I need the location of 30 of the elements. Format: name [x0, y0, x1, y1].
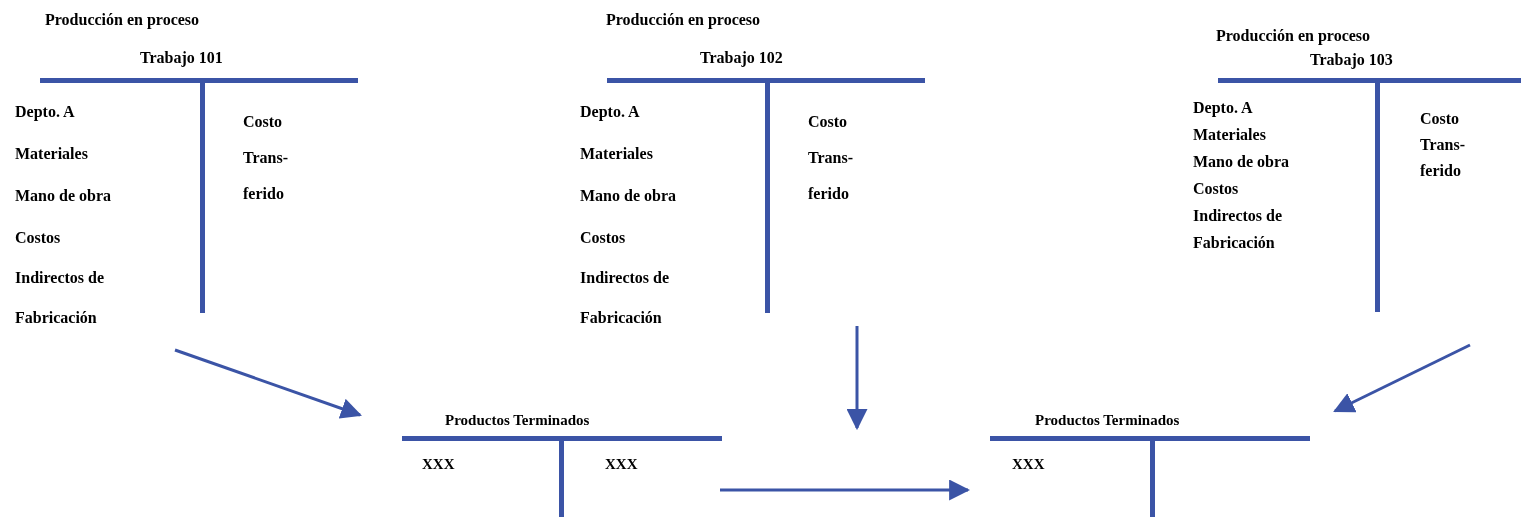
arrow: [1333, 343, 1471, 413]
entry-text: Costo Trans- ferido: [243, 112, 290, 204]
entry-text: Depto. A: [580, 102, 641, 123]
entry-text: Mano de obra: [1193, 152, 1290, 172]
arrow: [846, 326, 868, 431]
arrow: [720, 479, 971, 501]
arrow: [174, 348, 362, 419]
entry-text: Materiales: [1193, 125, 1267, 145]
entry-text: Mano de obra: [15, 186, 112, 206]
entry-text: Costo Trans- ferido: [808, 112, 855, 204]
entry-text: XXX: [605, 455, 639, 474]
entry-text: XXX: [422, 455, 456, 474]
account-title: Productos Terminados: [445, 411, 590, 430]
entry-text: Materiales: [580, 144, 654, 164]
entry-text: Materiales: [15, 144, 89, 164]
entry-text: XXX: [1012, 455, 1046, 474]
entry-text: Costos Indirectos de Fabricación: [1193, 179, 1284, 253]
account-subtitle: Trabajo 102: [700, 48, 783, 68]
account-title: Producción en proceso: [606, 10, 761, 30]
account-title: Productos Terminados: [1035, 411, 1180, 430]
account-title: Producción en proceso: [1216, 26, 1371, 46]
entry-text: Costos Indirectos de Fabricación: [15, 228, 106, 328]
account-subtitle: Trabajo 103: [1310, 50, 1393, 70]
entry-text: Costos Indirectos de Fabricación: [580, 228, 671, 328]
account-title: Producción en proceso: [45, 10, 200, 30]
account-subtitle: Trabajo 101: [140, 48, 223, 68]
entry-text: Costo Trans- ferido: [1420, 109, 1467, 181]
entry-text: Depto. A: [15, 102, 76, 123]
entry-text: Mano de obra: [580, 186, 677, 206]
entry-text: Depto. A: [1193, 98, 1254, 119]
